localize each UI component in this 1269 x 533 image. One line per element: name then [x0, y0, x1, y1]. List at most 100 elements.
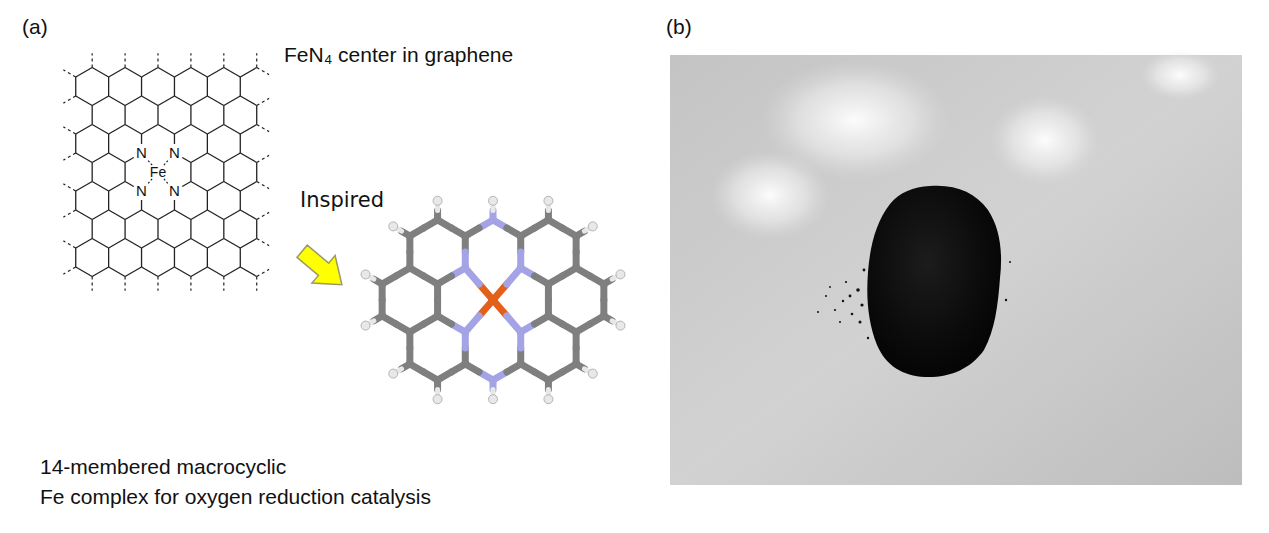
lattice-bond	[142, 210, 158, 220]
lattice-edge-stub	[256, 53, 257, 67]
atom-ball	[544, 312, 552, 320]
lattice-bond	[240, 77, 241, 96]
lattice-edge-stub	[257, 212, 269, 219]
lattice-edge-stub	[223, 277, 224, 291]
atom-ball	[378, 312, 386, 320]
lattice-edge-stub	[256, 277, 257, 291]
atom-ball	[461, 328, 469, 336]
lattice-bond	[207, 248, 208, 267]
atom-ball	[600, 312, 608, 320]
lattice-bond	[92, 220, 93, 239]
lattice-bond	[158, 210, 174, 220]
lattice-bond	[223, 163, 224, 182]
lattice-bond	[92, 106, 93, 125]
lattice-bond	[158, 267, 174, 277]
lattice-edge-stub	[257, 269, 269, 276]
lattice-edge-stub	[92, 277, 93, 291]
lattice-bond	[92, 239, 108, 249]
lattice-bond	[125, 210, 141, 220]
photo-background	[670, 55, 1242, 485]
atom-ball	[389, 369, 398, 378]
lattice-bond	[158, 239, 174, 249]
lattice-bond	[224, 125, 240, 135]
lattice-bond	[191, 210, 207, 220]
atom-ball	[434, 216, 442, 224]
lattice-edge-stub	[223, 53, 224, 67]
lattice-bond	[224, 68, 240, 78]
atom-ball	[544, 376, 552, 384]
panel-label: (a)	[22, 14, 48, 39]
atom-ball	[361, 270, 370, 279]
lattice-bond	[240, 210, 256, 220]
atom-ball	[517, 264, 525, 272]
lattice-bond	[92, 96, 108, 106]
lattice-bond	[125, 267, 141, 277]
atom-ball	[434, 376, 442, 384]
lattice-bond	[174, 200, 175, 210]
lattice-bond	[124, 163, 125, 182]
lattice-edge-stub	[63, 267, 75, 274]
atom-ball	[488, 295, 498, 305]
lattice-bond	[207, 191, 208, 210]
lattice-bond	[92, 210, 108, 220]
atom-ball	[406, 232, 414, 240]
lattice-bond	[174, 134, 175, 144]
lattice-bond	[125, 68, 141, 78]
atom-ball	[461, 232, 469, 240]
lattice-bond	[142, 125, 158, 135]
lattice-bond	[191, 153, 207, 163]
lattice-bond	[142, 239, 158, 249]
lattice-bond	[207, 267, 223, 277]
lattice-bond	[158, 96, 174, 106]
lattice-bond	[76, 153, 92, 163]
powder-photo	[670, 50, 1242, 485]
lattice-bond	[240, 191, 241, 210]
lattice-bond	[109, 153, 125, 163]
lattice-bond	[240, 182, 256, 192]
lattice-edge-stub	[92, 53, 93, 67]
lattice-bond	[191, 267, 207, 277]
lattice-bond	[125, 239, 141, 249]
lattice-bond	[125, 182, 134, 187]
lattice-bond	[182, 158, 191, 163]
lattice-bond	[224, 210, 240, 220]
lattice-bond	[174, 96, 190, 106]
lattice-edge-stub	[257, 98, 269, 105]
lattice-bond	[207, 153, 223, 163]
light-reflection	[990, 95, 1100, 185]
lattice-bond	[240, 248, 241, 267]
lattice-bond	[224, 153, 240, 163]
lattice-bond	[174, 267, 190, 277]
block-arrow	[291, 237, 354, 298]
atom-ball	[572, 328, 580, 336]
lattice-bond	[157, 220, 158, 239]
atom-ball	[461, 360, 469, 368]
lattice-bond	[125, 125, 141, 135]
lattice-bond	[191, 125, 207, 135]
lattice-bond	[92, 163, 93, 182]
lattice-edge-stub	[257, 239, 269, 246]
lattice-bond	[75, 248, 76, 267]
lattice-bond	[207, 77, 208, 96]
lattice-bond	[92, 182, 108, 192]
black-powder	[867, 186, 1001, 377]
lattice-bond	[76, 125, 92, 135]
lattice-bond	[109, 182, 125, 192]
lattice-bond	[190, 220, 191, 239]
lattice-bond	[109, 210, 125, 220]
lattice-bond	[158, 125, 174, 135]
lattice-edge-stub	[63, 184, 75, 191]
atom-ball	[517, 360, 525, 368]
lattice-bond	[191, 96, 207, 106]
lattice-bond	[92, 153, 108, 163]
lattice-bond	[223, 106, 224, 125]
lattice-bond	[240, 267, 256, 277]
panel-label: (b)	[666, 14, 692, 39]
lattice-bond	[109, 96, 125, 106]
atom-ball	[616, 321, 625, 330]
lattice-bond	[76, 210, 92, 220]
lattice-bond	[207, 210, 223, 220]
lattice-bond	[92, 68, 108, 78]
lattice-bond	[174, 239, 190, 249]
lattice-bond	[182, 182, 191, 187]
